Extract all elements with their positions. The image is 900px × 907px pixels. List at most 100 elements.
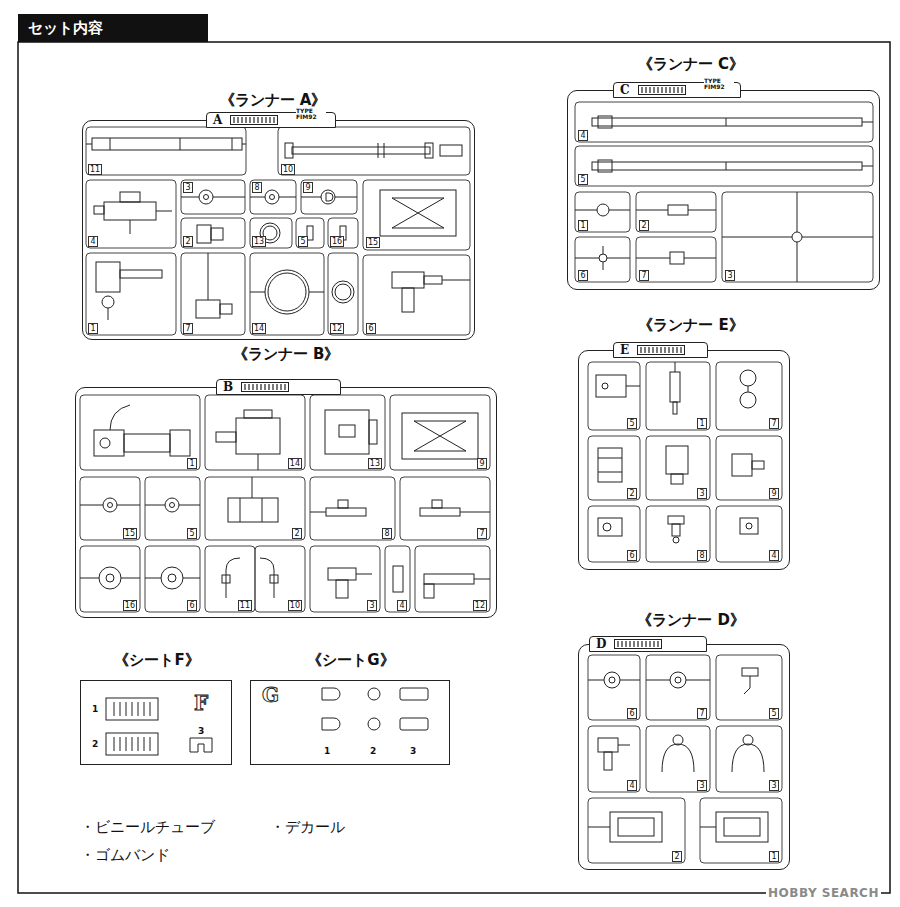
- sheet-frame: 《シートF》: [80, 680, 232, 765]
- runner-cell: [310, 477, 395, 540]
- runner-heading: 《ランナー B》: [233, 345, 340, 363]
- part-outline: [662, 744, 694, 772]
- runner-cell: [588, 362, 640, 430]
- part-outline: [244, 410, 272, 418]
- callout-number: 6: [187, 600, 197, 611]
- callout-number: 8: [382, 528, 392, 539]
- runner-cell: [575, 237, 630, 282]
- runner-letter: C: [620, 83, 630, 97]
- callout-number: 4: [769, 550, 779, 561]
- runner-cell: [301, 180, 357, 214]
- part-outline: [110, 405, 130, 430]
- runner-frame: 《ランナー B》B: [75, 387, 497, 618]
- maker-logo: [614, 639, 662, 649]
- part-outline: [610, 812, 662, 842]
- runner-heading: 《ランナー A》: [220, 91, 327, 109]
- part-outline: [124, 434, 170, 452]
- part-outline: [646, 680, 670, 681]
- watermark: HOBBY SEARCH: [766, 886, 881, 900]
- callout-number: 9: [303, 182, 313, 193]
- callout-number: 7: [183, 323, 193, 334]
- part-outline: [220, 304, 232, 314]
- runner-frame: 《ランナー D》D: [578, 644, 790, 870]
- part-outline: [392, 228, 444, 229]
- runner-cell: [588, 506, 640, 562]
- runner-heading: 《シートF》: [114, 651, 199, 669]
- part-outline: [598, 160, 612, 172]
- part-outline: [262, 498, 263, 522]
- part-outline: [636, 210, 668, 211]
- runner-cell: [145, 477, 200, 540]
- sheet-frame: 《シートG》: [250, 680, 450, 765]
- part-outline: [356, 574, 372, 575]
- part-outline: [326, 508, 366, 516]
- runner-cell: [80, 102, 873, 863]
- part-outline: [270, 575, 278, 583]
- part-outline: [138, 737, 139, 751]
- callout-number: 15: [123, 528, 137, 539]
- runner-cell: [181, 180, 245, 214]
- runner-cell: [145, 546, 200, 612]
- part-outline: [86, 144, 92, 145]
- callout-number: 3: [183, 182, 193, 193]
- maker-logo: [638, 346, 685, 355]
- runner-cell: [646, 726, 710, 792]
- part-outline: [114, 702, 115, 716]
- callout-number: 5: [578, 174, 588, 185]
- part-outline: [150, 737, 151, 751]
- part-outline: [598, 458, 622, 459]
- part-outline: [726, 118, 727, 126]
- part-outline: [332, 281, 354, 303]
- part-outline: [120, 702, 121, 716]
- part-outline: [670, 672, 686, 688]
- callout-number: 1: [769, 851, 779, 862]
- runner-heading: 《シートG》: [307, 651, 394, 669]
- part-outline: [335, 197, 357, 198]
- part-outline: [368, 718, 380, 730]
- runner-cell: [716, 726, 782, 792]
- part-outline: [165, 498, 179, 512]
- part-outline: [724, 818, 760, 836]
- callout-number: 9: [769, 488, 779, 499]
- part-outline: [414, 421, 466, 451]
- part-outline: [279, 197, 296, 198]
- part-outline: [260, 558, 274, 598]
- callout-number: 1: [697, 418, 707, 429]
- callout-number: 6: [627, 550, 637, 561]
- part-outline: [183, 578, 200, 579]
- callout-number: 6: [627, 708, 637, 719]
- callout-number: 2: [183, 236, 193, 247]
- part-outline: [792, 232, 802, 242]
- part-outline: [240, 498, 241, 522]
- part-outline: [597, 204, 609, 216]
- part-outline: [732, 454, 752, 476]
- part-outline: [380, 190, 456, 236]
- runner-frame: 《ランナー E》E: [578, 350, 790, 570]
- part-outline: [668, 205, 688, 215]
- callout-number: 8: [252, 182, 262, 193]
- part-outline: [673, 537, 679, 543]
- part-outline: [392, 198, 444, 228]
- part-outline: [108, 308, 109, 320]
- callout-number: 3: [697, 488, 707, 499]
- callout-number: 2: [639, 220, 649, 231]
- runner-cell: [575, 192, 630, 232]
- callout-number: 3: [725, 270, 735, 281]
- runner-cell: [80, 477, 140, 540]
- part-outline: [179, 505, 200, 506]
- runner-cell: [86, 127, 246, 175]
- sheet-letter: G: [262, 684, 279, 706]
- callout-number: 2: [92, 739, 98, 749]
- part-outline: [222, 575, 230, 583]
- part-outline: [335, 284, 351, 300]
- part-outline: [425, 143, 433, 158]
- part-outline: [636, 258, 670, 259]
- title-bar: セット内容: [18, 14, 208, 42]
- part-outline: [114, 737, 115, 751]
- runner-cell: [400, 477, 490, 540]
- callout-number: 10: [281, 164, 295, 175]
- part-outline: [120, 192, 140, 202]
- part-outline: [420, 508, 460, 516]
- callout-number: 10: [288, 600, 302, 611]
- part-outline: [328, 568, 356, 580]
